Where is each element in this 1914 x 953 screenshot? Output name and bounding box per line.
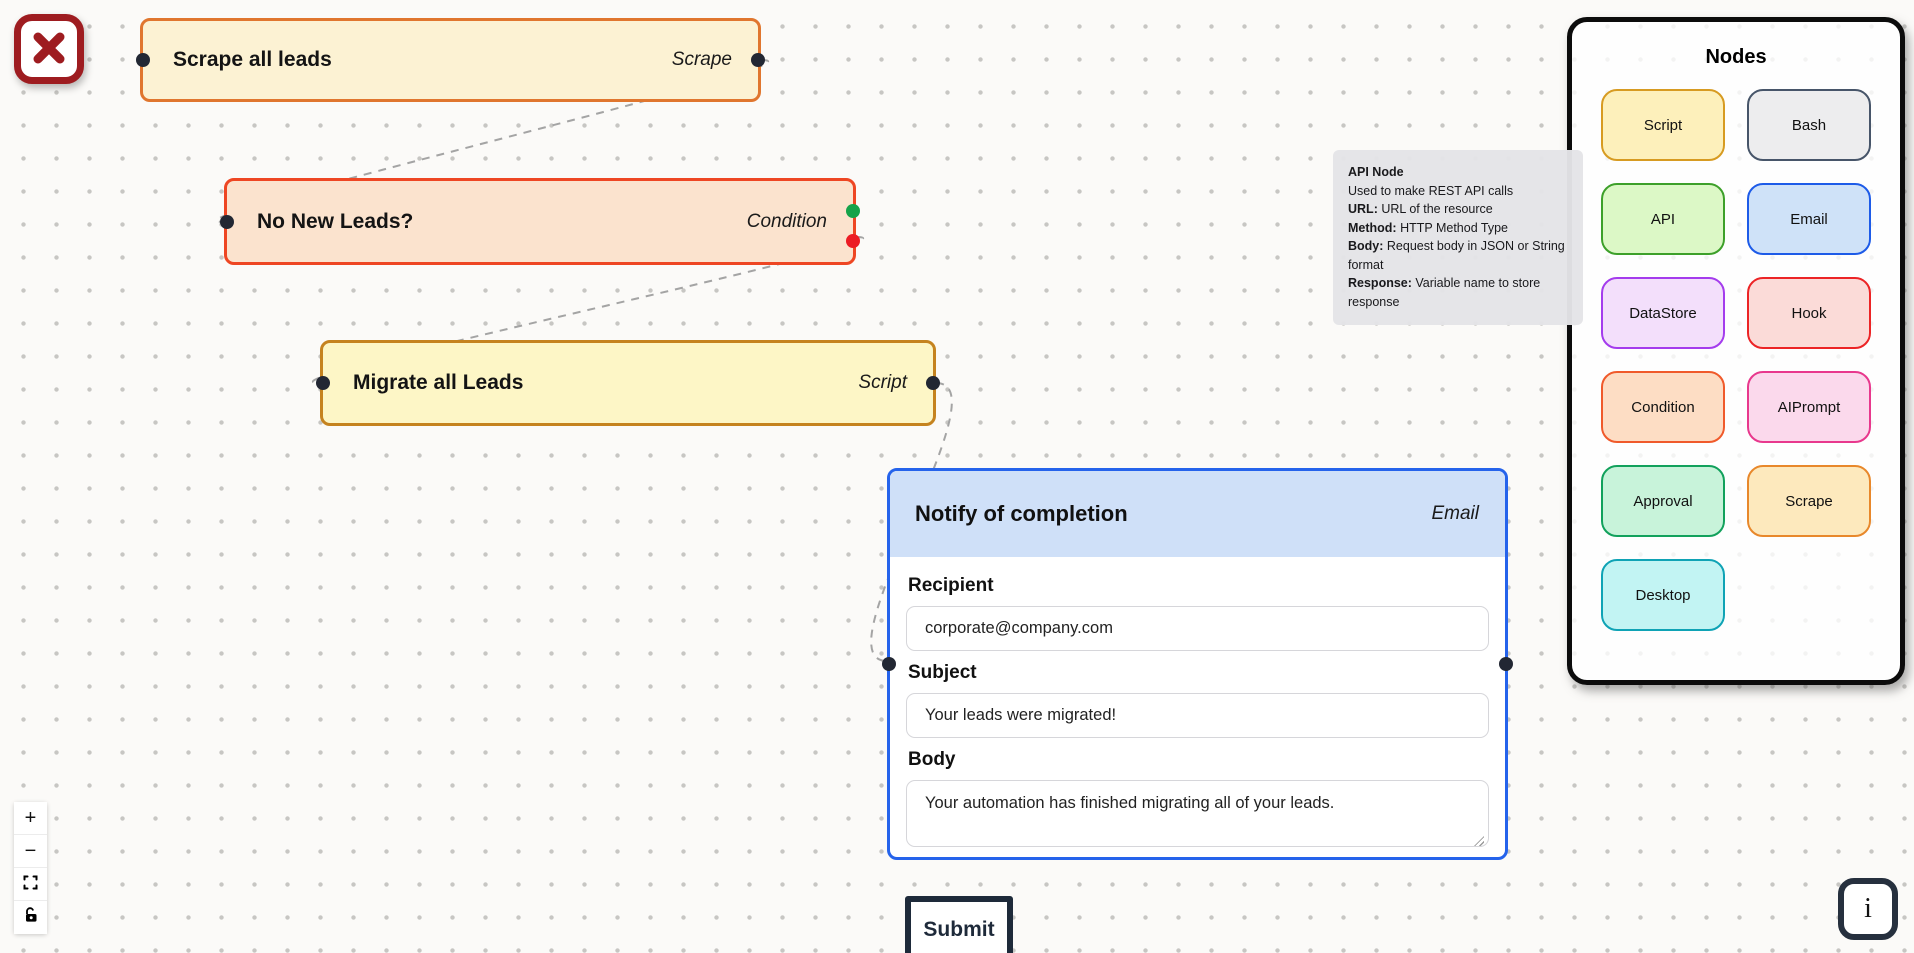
info-button[interactable]: i (1838, 878, 1898, 940)
node-title: No New Leads? (257, 209, 414, 233)
body-label: Body (908, 749, 956, 770)
email-node-header: Notify of completion Email (890, 471, 1505, 557)
close-icon (32, 31, 66, 68)
subject-input[interactable] (906, 693, 1489, 738)
palette-item-aiprompt[interactable]: AIPrompt (1747, 371, 1871, 443)
node-scrape-all-leads[interactable]: Scrape all leads Scrape (136, 18, 765, 102)
recipient-input[interactable] (906, 606, 1489, 651)
port-source[interactable] (751, 53, 765, 67)
palette-item-datastore[interactable]: DataStore (1601, 277, 1725, 349)
port-target[interactable] (220, 214, 234, 229)
palette-item-approval[interactable]: Approval (1601, 465, 1725, 537)
node-migrate-all-leads[interactable]: Migrate all Leads Script (316, 340, 940, 426)
lock-open-icon (24, 906, 38, 929)
fit-view-button[interactable] (14, 868, 47, 901)
tooltip-title: API Node (1348, 165, 1404, 179)
recipient-label: Recipient (908, 575, 994, 596)
palette-item-email[interactable]: Email (1747, 183, 1871, 255)
port-target[interactable] (316, 376, 330, 390)
port-false-branch[interactable] (846, 234, 860, 248)
resize-handle-icon[interactable] (1474, 836, 1484, 846)
node-title: Notify of completion (915, 501, 1128, 526)
info-icon: i (1864, 893, 1872, 924)
plus-icon: + (24, 806, 37, 829)
palette-item-bash[interactable]: Bash (1747, 89, 1871, 161)
close-button[interactable] (14, 14, 84, 84)
tooltip-line: URL: URL of the resource (1348, 202, 1493, 216)
tooltip-line: Response: Variable name to store respons… (1348, 276, 1541, 309)
tooltip-line: Used to make REST API calls (1348, 183, 1514, 198)
palette-item-condition[interactable]: Condition (1601, 371, 1725, 443)
node-title: Migrate all Leads (353, 371, 524, 394)
tooltip-line: Body: Request body in JSON or String for… (1348, 239, 1565, 272)
subject-label: Subject (908, 662, 977, 683)
nodes-panel: Nodes Script Bash API Email DataStore Ho… (1567, 17, 1905, 685)
node-no-new-leads[interactable]: No New Leads? Condition (220, 178, 860, 265)
palette-item-api[interactable]: API (1601, 183, 1725, 255)
minus-icon: − (24, 839, 37, 862)
palette-item-scrape[interactable]: Scrape (1747, 465, 1871, 537)
lock-button[interactable] (14, 901, 47, 934)
tooltip-line: Method: HTTP Method Type (1348, 220, 1509, 235)
node-type-label: Script (858, 372, 907, 393)
canvas-controls: + − (14, 802, 47, 934)
zoom-out-button[interactable]: − (14, 835, 47, 868)
palette-item-desktop[interactable]: Desktop (1601, 559, 1725, 631)
port-target[interactable] (136, 53, 150, 67)
zoom-in-button[interactable]: + (14, 802, 47, 835)
port-source[interactable] (1499, 657, 1513, 671)
node-title: Scrape all leads (173, 48, 332, 71)
node-notify-of-completion[interactable]: Notify of completion Email Recipient Sub… (882, 468, 1513, 860)
port-true-branch[interactable] (846, 204, 860, 218)
node-type-label: Email (1431, 503, 1479, 524)
palette-item-script[interactable]: Script (1601, 89, 1725, 161)
port-source[interactable] (926, 376, 940, 390)
nodes-panel-title: Nodes (1705, 46, 1767, 68)
body-textarea[interactable] (906, 780, 1489, 847)
port-target[interactable] (882, 657, 896, 671)
node-type-label: Scrape (671, 49, 732, 70)
node-type-label: Condition (746, 210, 827, 232)
fit-view-icon (23, 873, 38, 896)
submit-button[interactable]: Submit (905, 896, 1013, 953)
api-node-tooltip: API Node Used to make REST API calls URL… (1333, 150, 1583, 325)
palette-item-hook[interactable]: Hook (1747, 277, 1871, 349)
